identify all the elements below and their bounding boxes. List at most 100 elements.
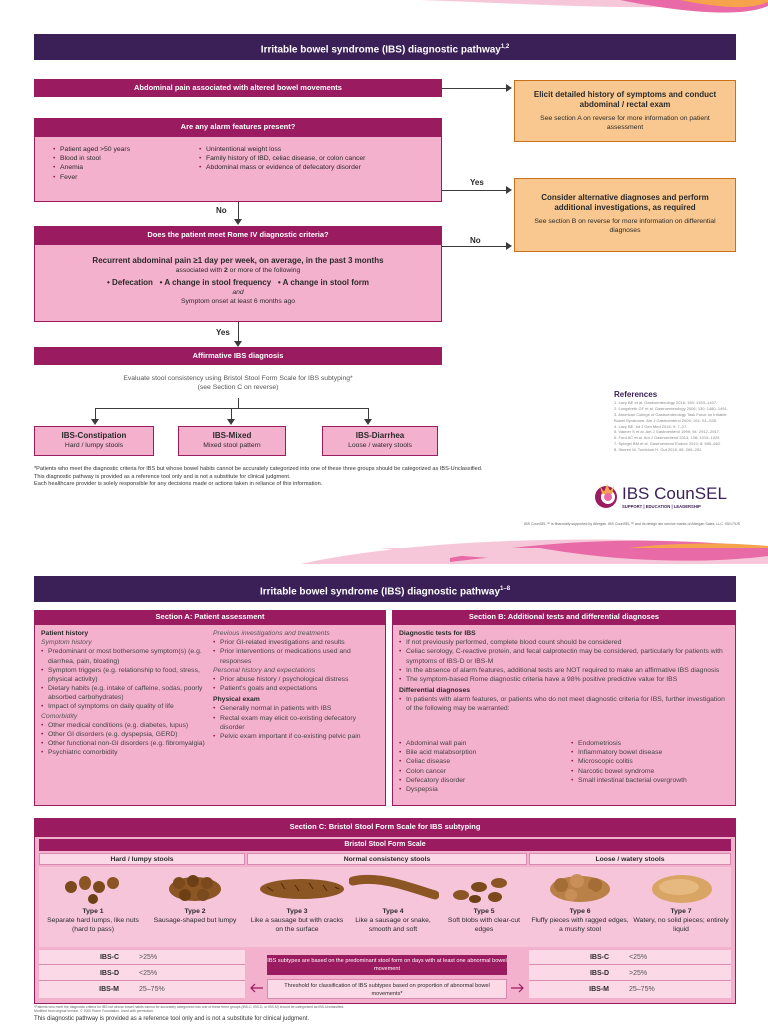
logo-flame-icon xyxy=(595,484,617,508)
table-row: IBS-D >25% xyxy=(529,966,731,981)
list-item: Blood in stool xyxy=(53,154,193,163)
table-row: IBS-C >25% xyxy=(39,950,245,965)
list-item: Fever xyxy=(53,173,193,182)
list-item: Other GI disorders (e.g. dyspepsia, GERD… xyxy=(41,730,209,739)
list-item: Prior interventions or medications used … xyxy=(213,647,379,665)
history-exam-box: Elicit detailed history of symptoms and … xyxy=(514,80,736,142)
diff-list-left: Abdominal wall pain Bile acid malabsorpt… xyxy=(399,739,559,794)
references: References 1. Lacy BE et al. Gastroenter… xyxy=(614,390,738,453)
list-item: Prior abuse history / psychological dist… xyxy=(213,675,379,684)
page2-bottom-line: This diagnostic pathway is provided as a… xyxy=(34,1016,310,1022)
yes-label-alarm: Yes xyxy=(470,178,484,187)
list-item: Endometriosis xyxy=(571,739,731,748)
group-loose: Loose / watery stools xyxy=(529,853,731,865)
list-item: Predominant or most bothersome symptom(s… xyxy=(41,647,209,665)
alarm-list-left: Patient aged >50 years Blood in stool An… xyxy=(53,145,193,182)
section-b-title: Section B: Additional tests and differen… xyxy=(392,610,736,624)
section-a-left: Patient history Symptom history Predomin… xyxy=(41,629,209,758)
type-3-label: Type 3 Like a sausage but with cracks on… xyxy=(250,908,344,934)
evaluate-text: Evaluate stool consistency using Bristol… xyxy=(123,375,353,392)
list-item: Colon cancer xyxy=(399,767,559,776)
alarm-features-box: Patient aged >50 years Blood in stool An… xyxy=(34,136,442,202)
section-c-title: Section C: Bristol Stool Form Scale for … xyxy=(34,818,736,836)
list-item: Narcotic bowel syndrome xyxy=(571,767,731,776)
stool-type4-image xyxy=(349,874,439,900)
rome-line-2: associated with 2 or more of the followi… xyxy=(175,267,301,275)
rome-items: • Defecation • A change in stool frequen… xyxy=(107,277,369,287)
yes-label-rome: Yes xyxy=(216,328,230,337)
list-item: The symptom-based Rome diagnostic criter… xyxy=(399,675,731,684)
group-normal: Normal consistency stools xyxy=(247,853,527,865)
table-row: IBS-M 25–75% xyxy=(99,986,165,993)
list-item: Generally normal in patients with IBS xyxy=(213,704,379,713)
list-item: Symptom triggers (e.g. relationship to f… xyxy=(41,666,209,684)
list-item: Inflammatory bowel disease xyxy=(571,748,731,757)
list-item: Prior GI-related investigations and resu… xyxy=(213,638,379,647)
section-b-box: Diagnostic tests for IBS If not previous… xyxy=(392,624,736,806)
type-7-label: Type 7 Watery, no solid pieces; entirely… xyxy=(633,908,729,934)
right-subtype-table: IBS-C <25% IBS-D >25% IBS-M 25–75% xyxy=(529,950,731,998)
list-item: Microscopic colitis xyxy=(571,757,731,766)
list-item: If not previously performed, complete bl… xyxy=(399,638,731,647)
type-6-label: Type 6 Fluffy pieces with ragged edges, … xyxy=(531,908,629,934)
rome-line-1: Recurrent abdominal pain ≥1 day per week… xyxy=(92,256,384,265)
list-item: Pelvic exam important if co-existing pel… xyxy=(213,732,379,741)
list-item: Patient aged >50 years xyxy=(53,145,193,154)
list-item: Bile acid malabsorption xyxy=(399,748,559,757)
list-item: Celiac serology, C-reactive protein, and… xyxy=(399,647,731,665)
list-item: Celiac disease xyxy=(399,757,559,766)
subtype-ibs-c: IBS-Constipation Hard / lumpy stools xyxy=(34,426,154,456)
rome-criteria-box: Recurrent abdominal pain ≥1 day per week… xyxy=(34,244,442,322)
rome-line-4: Symptom onset at least 6 months ago xyxy=(180,298,296,306)
table-row: IBS-C <25% xyxy=(529,950,731,965)
center-note-1: IBS subtypes are based on the predominan… xyxy=(267,955,507,975)
arrow-left-icon xyxy=(250,983,263,993)
diff-intro: In patients with alarm features, or pati… xyxy=(399,695,731,713)
table-row: IBS-M 25–75% xyxy=(589,986,655,993)
stool-type3-image xyxy=(260,879,344,899)
list-item: Dietary habits (e.g. intake of caffeine,… xyxy=(41,684,209,702)
type-5-label: Type 5 Soft blobs with clear-cut edges xyxy=(447,908,521,934)
bristol-title: Bristol Stool Form Scale xyxy=(39,839,731,851)
list-item: Other functional non-GI disorders (e.g. … xyxy=(41,739,209,748)
stool-type1-image xyxy=(65,876,119,904)
list-item: Other medical conditions (e.g. diabetes,… xyxy=(41,721,209,730)
no-label-rome: No xyxy=(470,236,481,245)
section-a-title: Section A: Patient assessment xyxy=(34,610,386,624)
list-item: In the absence of alarm features, additi… xyxy=(399,666,731,675)
alarm-list-right: Unintentional weight loss Family history… xyxy=(199,145,429,173)
trademark-text: IBS CounSEL™ is financially supported by… xyxy=(524,522,740,526)
list-item: Small intestinal bacterial overgrowth xyxy=(571,776,731,785)
list-item: Abdominal wall pain xyxy=(399,739,559,748)
section-a-right: Previous investigations and treatments P… xyxy=(213,629,379,741)
stool-type2-image xyxy=(169,875,221,901)
rome-question: Does the patient meet Rome IV diagnostic… xyxy=(34,226,442,244)
symptom-list: Predominant or most bothersome symptom(s… xyxy=(41,647,209,711)
abdominal-pain-header: Abdominal pain associated with altered b… xyxy=(34,79,442,97)
ibs-counsel-logo: IBS CounSEL SUPPORT | EDUCATION | LEADER… xyxy=(592,482,740,514)
diag-list: If not previously performed, complete bl… xyxy=(399,638,731,684)
group-hard: Hard / lumpy stools xyxy=(39,853,245,865)
decorative-swoosh-page2 xyxy=(380,548,768,564)
type-1-label: Type 1 Separate hard lumps, like nuts (h… xyxy=(47,908,139,934)
affirmative-diagnosis: Affirmative IBS diagnosis xyxy=(34,347,442,365)
stool-type7-image xyxy=(652,875,712,903)
list-item: Psychiatric comorbidity xyxy=(41,748,209,757)
page-title: Irritable bowel syndrome (IBS) diagnosti… xyxy=(34,34,736,60)
list-item: Rectal exam may elicit co-existing defec… xyxy=(213,714,379,732)
subtype-ibs-d: IBS-Diarrhea Loose / watery stools xyxy=(322,426,438,456)
list-item: Abdominal mass or evidence of defecatory… xyxy=(199,163,429,172)
section-a-box: Patient history Symptom history Predomin… xyxy=(34,624,386,806)
list-item: Family history of IBD, celiac disease, o… xyxy=(199,154,429,163)
stool-type5-image xyxy=(453,878,507,903)
section-b-content: Diagnostic tests for IBS If not previous… xyxy=(399,629,731,794)
alternative-diagnoses-box: Consider alternative diagnoses and perfo… xyxy=(514,178,736,252)
center-note-2: Threshold for classification of IBS subt… xyxy=(267,979,507,999)
no-label-alarm: No xyxy=(216,206,227,215)
stool-type6-image xyxy=(550,874,610,902)
table-row: IBS-D <25% xyxy=(39,966,245,981)
list-item: Patient's goals and expectations xyxy=(213,684,379,693)
list-item: Anemia xyxy=(53,163,193,172)
subtype-ibs-m: IBS-Mixed Mixed stool pattern xyxy=(178,426,286,456)
list-item: Dyspepsia xyxy=(399,785,559,794)
